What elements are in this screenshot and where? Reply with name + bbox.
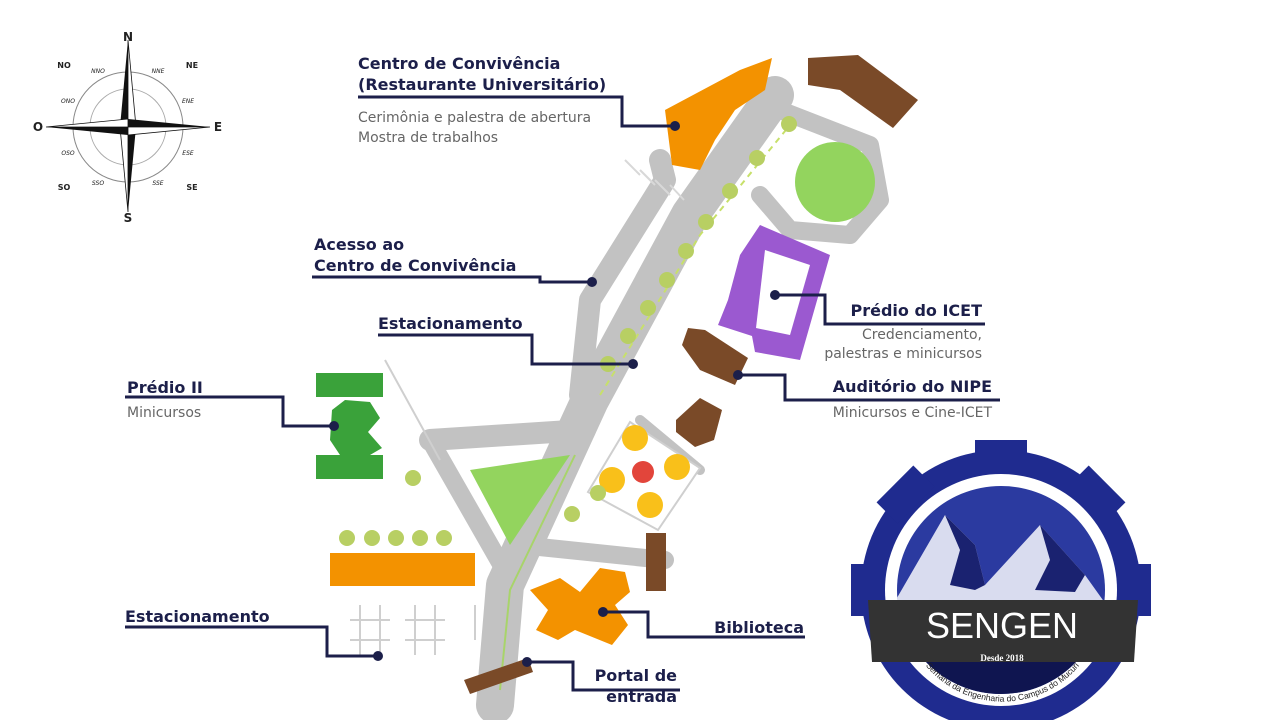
sengen-logo: SENGEN Desde 2018 Semana da Engenharia d… xyxy=(851,440,1151,720)
centro-desc-line2: Mostra de trabalhos xyxy=(358,130,499,146)
callout-lines xyxy=(125,95,1000,692)
compass-ese-label: ESE xyxy=(182,150,194,157)
compass-ne-label: NE xyxy=(186,61,198,70)
compass-sse-label: SSE xyxy=(152,180,163,187)
portal-title-line2: entrada xyxy=(606,687,677,706)
predio-ii-building[interactable] xyxy=(316,373,383,479)
biblioteca-building[interactable] xyxy=(530,568,630,645)
main-road xyxy=(476,76,794,720)
icet-desc-line2: palestras e minicursos xyxy=(824,346,982,362)
diag-left xyxy=(421,431,519,589)
parking-lane xyxy=(599,124,791,396)
predio2-title: Prédio II xyxy=(127,378,203,397)
bike-lane xyxy=(499,454,576,691)
triangle-lawn xyxy=(470,455,570,545)
nipe-title: Auditório do NIPE xyxy=(832,377,992,396)
acesso-title-line2: Centro de Convivência xyxy=(314,256,517,275)
logo-banner xyxy=(868,600,1138,662)
compass-rose: N S E O NE NO SE SO NNE NNO ENE ONO ESE … xyxy=(33,30,222,225)
compass-so-label: SO xyxy=(58,183,71,192)
compass-nne-label: NNE xyxy=(152,68,165,75)
compass-nno-label: NNO xyxy=(91,68,105,75)
estacionamento-bottom-title: Estacionamento xyxy=(125,607,270,626)
cross-road-left xyxy=(419,419,596,451)
centro-title-line2: (Restaurante Universitário) xyxy=(358,75,607,94)
icet-desc-line1: Credenciamento, xyxy=(861,327,982,343)
brown-block xyxy=(646,533,666,591)
icet-title: Prédio do ICET xyxy=(850,301,982,320)
plaza-loop xyxy=(751,101,889,244)
compass-ene-label: ENE xyxy=(182,98,194,105)
portal-building[interactable] xyxy=(464,658,533,694)
callout-dots xyxy=(329,121,780,667)
plaza-lawn xyxy=(795,142,875,222)
lower-left-building xyxy=(330,553,475,586)
estacionamento-top-title: Estacionamento xyxy=(378,314,523,333)
centro-title-line1: Centro de Convivência xyxy=(358,54,561,73)
biblioteca-title: Biblioteca xyxy=(714,618,804,637)
predio2-desc: Minicursos xyxy=(127,405,202,421)
logo-since: Desde 2018 xyxy=(980,653,1024,663)
compass-oso-label: OSO xyxy=(61,150,75,157)
centro-convivencia-building[interactable] xyxy=(665,58,772,170)
parking-hatches-top xyxy=(624,159,685,201)
compass-o-label: O xyxy=(33,120,43,134)
compass-no-label: NO xyxy=(57,61,71,70)
compass-se-label: SE xyxy=(186,183,197,192)
access-road xyxy=(569,149,676,406)
nipe-auditorium[interactable] xyxy=(682,328,748,385)
acesso-title-line1: Acesso ao xyxy=(314,235,405,254)
small-brown-building xyxy=(676,398,722,447)
centro-desc-line1: Cerimônia e palestra de abertura xyxy=(358,110,592,126)
compass-ono-label: ONO xyxy=(61,98,75,105)
nipe-desc: Minicursos e Cine-ICET xyxy=(832,405,992,421)
parking-grid-bottom xyxy=(350,359,476,655)
umbrellas xyxy=(599,425,690,518)
compass-e-label: E xyxy=(214,120,222,134)
top-brown-building xyxy=(808,55,918,128)
lower-road xyxy=(511,536,674,569)
roads xyxy=(419,76,889,720)
compass-s-label: S xyxy=(124,211,133,225)
compass-sso-label: SSO xyxy=(92,180,104,187)
trees xyxy=(339,116,797,546)
compass-n-label: N xyxy=(123,30,133,44)
logo-name: SENGEN xyxy=(926,605,1078,646)
portal-title-line1: Portal de xyxy=(594,666,677,685)
